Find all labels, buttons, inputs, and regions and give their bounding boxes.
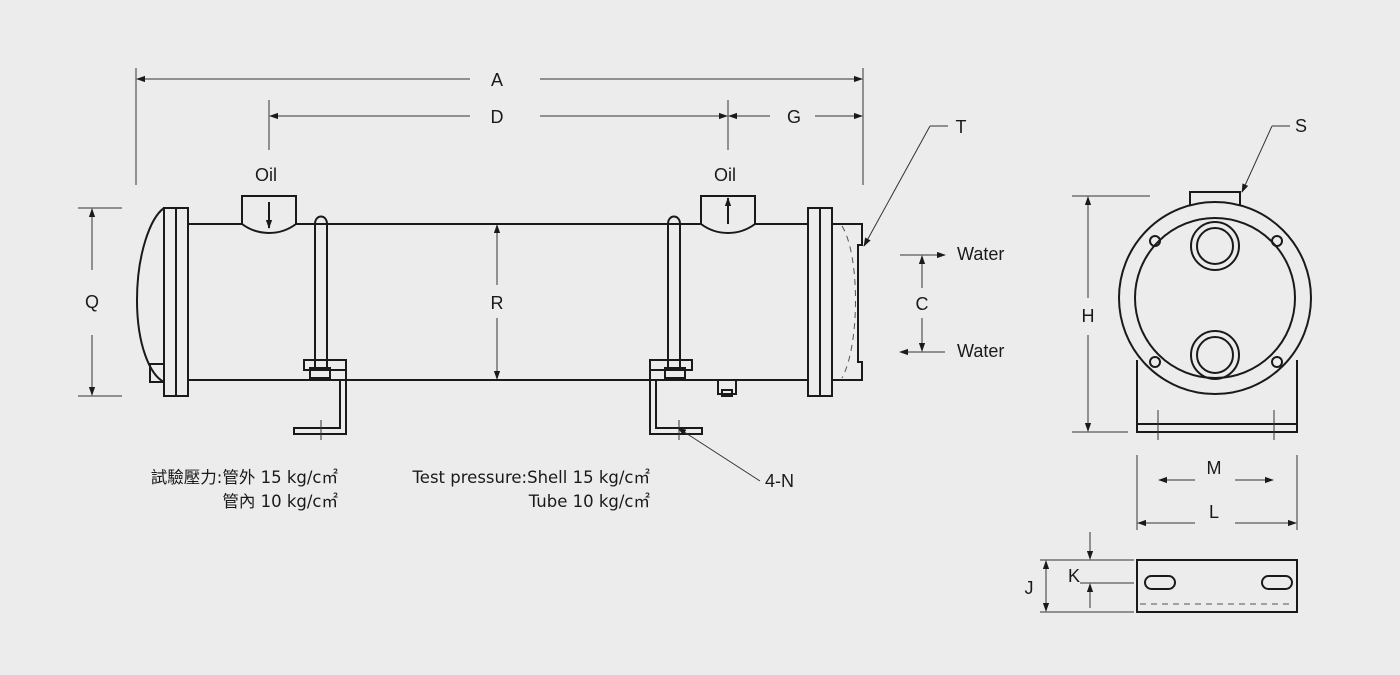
- end-view-flange: [1118, 201, 1312, 395]
- bolt-hole: [1271, 235, 1283, 247]
- port-label-water-top: Water: [957, 244, 1004, 264]
- side-view-dimensions: [78, 68, 948, 482]
- dim-label-m: M: [1207, 458, 1222, 478]
- labels: A D G T S Q R C H M L J K 4-N Oil Oil Wa…: [85, 70, 1307, 598]
- bolt-hole: [1149, 356, 1161, 368]
- test-pressure-en-line2: Tube 10 kg/c㎡: [528, 492, 651, 511]
- u-bolt-right: [667, 215, 681, 370]
- dim-label-t: T: [956, 117, 967, 137]
- port-label-oil-right: Oil: [714, 165, 736, 185]
- test-pressure-en-line1: Test pressure:Shell 15 kg/c㎡: [412, 468, 651, 487]
- bolt-hole: [1149, 235, 1161, 247]
- port-label-water-bottom: Water: [957, 341, 1004, 361]
- dim-label-l: L: [1209, 502, 1219, 522]
- base-plate-view: [1040, 532, 1298, 613]
- side-view: [135, 195, 863, 440]
- right-cover-hidden: [841, 225, 856, 379]
- port-label-oil-left: Oil: [255, 165, 277, 185]
- dim-label-a: A: [491, 70, 503, 90]
- test-pressure-cn-line2: 管內 10 kg/c㎡: [222, 492, 338, 511]
- dim-label-4n: 4-N: [765, 471, 794, 491]
- dim-label-g: G: [787, 107, 801, 127]
- dim-label-k: K: [1068, 566, 1080, 586]
- left-end-cap: [135, 207, 165, 383]
- tube-port-top: [1190, 221, 1240, 271]
- dim-label-h: H: [1082, 306, 1095, 326]
- dim-label-c: C: [916, 294, 929, 314]
- dim-label-j: J: [1025, 578, 1034, 598]
- left-end-cap-base: [149, 363, 165, 383]
- slot-right: [1261, 575, 1293, 590]
- dim-label-q: Q: [85, 292, 99, 312]
- dim-label-d: D: [491, 107, 504, 127]
- end-view-dimensions: [1072, 125, 1298, 530]
- test-pressure-cn-line1: 試驗壓力:管外 15 kg/c㎡: [151, 468, 339, 487]
- right-cover: [832, 223, 863, 381]
- end-view: [1118, 191, 1312, 440]
- mount-bracket-right: [649, 360, 703, 435]
- mount-bracket-left: [293, 360, 347, 435]
- base-plate: [1136, 559, 1298, 613]
- slot-left: [1144, 575, 1176, 590]
- bolt-hole: [1271, 356, 1283, 368]
- tube-port-bottom: [1190, 330, 1240, 380]
- dim-label-s: S: [1295, 116, 1307, 136]
- dim-label-r: R: [491, 293, 504, 313]
- end-view-base: [1136, 360, 1298, 433]
- drain-plug: [717, 379, 737, 395]
- u-bolt-left: [314, 215, 328, 370]
